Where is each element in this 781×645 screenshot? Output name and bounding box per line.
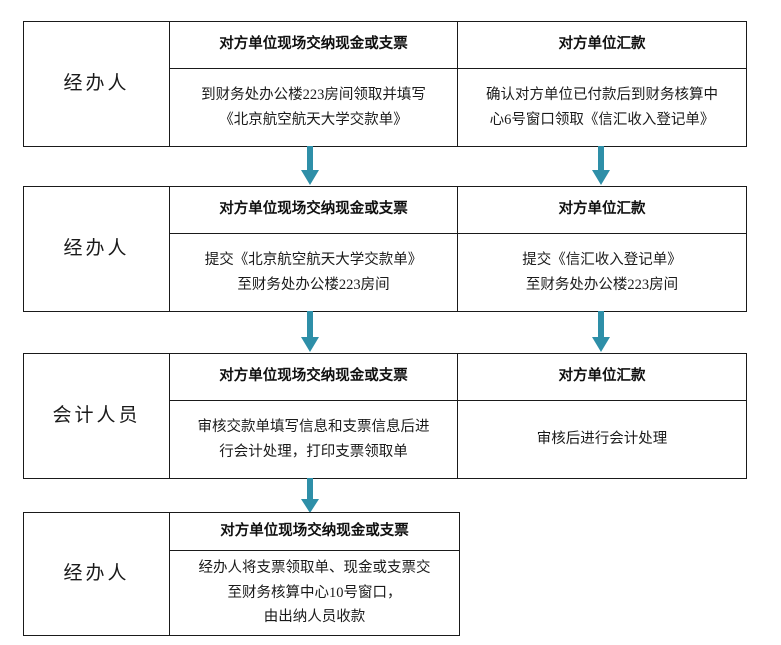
stage-3-body-cash: 审核交款单填写信息和支票信息后进 行会计处理，打印支票领取单 [169,400,458,479]
text-line: 经办人将支票领取单、现金或支票交 [198,559,431,576]
stage-1-header-remittance: 对方单位汇款 [457,21,747,69]
stage-2-body-remittance: 提交《信汇收入登记单》 至财务处办公楼223房间 [457,233,747,312]
stage-4-body-cash: 经办人将支票领取单、现金或支票交 至财务核算中心10号窗口， 由出纳人员收款 [169,550,460,636]
arrow-down-icon [298,311,322,353]
stage-1-table: 经办人 对方单位现场交纳现金或支票 对方单位汇款 到财务处办公楼223房间领取并… [23,21,747,147]
stage-3-body-remittance: 审核后进行会计处理 [457,400,747,479]
stage-3-table: 会计人员 对方单位现场交纳现金或支票 对方单位汇款 审核交款单填写信息和支票信息… [23,353,747,479]
table-row: 审核交款单填写信息和支票信息后进 行会计处理，打印支票领取单 审核后进行会计处理 [24,400,747,479]
stage-4-header-cash: 对方单位现场交纳现金或支票 [169,512,460,551]
table-row: 经办人将支票领取单、现金或支票交 至财务核算中心10号窗口， 由出纳人员收款 [24,550,460,636]
table-row: 提交《北京航空航天大学交款单》 至财务处办公楼223房间 提交《信汇收入登记单》… [24,233,747,312]
text-line: 至财务处办公楼223房间 [525,276,679,293]
table-row: 会计人员 对方单位现场交纳现金或支票 对方单位汇款 [23,353,747,479]
stage-4-table: 经办人 对方单位现场交纳现金或支票 经办人将支票领取单、现金或支票交 至财务核算… [23,512,460,636]
text-line: 行会计处理，打印支票领取单 [219,443,408,460]
stage-3-header-cash: 对方单位现场交纳现金或支票 [169,353,458,401]
text-line: 提交《北京航空航天大学交款单》 [204,251,423,268]
stage-1-body-remittance: 确认对方单位已付款后到财务核算中 心6号窗口领取《信汇收入登记单》 [457,68,747,147]
arrow-down-icon [298,478,322,514]
text-line: 到财务处办公楼223房间领取并填写 [201,86,426,103]
stage-1-body-cash: 到财务处办公楼223房间领取并填写 《北京航空航天大学交款单》 [169,68,458,147]
stage-1-header-cash: 对方单位现场交纳现金或支票 [169,21,458,69]
text-line: 审核后进行会计处理 [536,431,668,448]
table-row: 经办人 对方单位现场交纳现金或支票 对方单位汇款 [23,186,747,312]
text-line: 提交《信汇收入登记单》 [522,251,682,268]
stage-3-header-remittance: 对方单位汇款 [457,353,747,401]
arrow-down-icon [589,311,613,353]
stage-2-body-cash: 提交《北京航空航天大学交款单》 至财务处办公楼223房间 [169,233,458,312]
table-row: 经办人 对方单位现场交纳现金或支票 [23,512,460,636]
stage-2-header-cash: 对方单位现场交纳现金或支票 [169,186,458,234]
text-line: 确认对方单位已付款后到财务核算中 [486,86,718,103]
arrow-down-icon [298,146,322,186]
text-line: 《北京航空航天大学交款单》 [219,111,408,128]
stage-4-role-label: 经办人 [23,512,170,636]
text-line: 心6号窗口领取《信汇收入登记单》 [489,111,715,128]
stage-2-table: 经办人 对方单位现场交纳现金或支票 对方单位汇款 提交《北京航空航天大学交款单》… [23,186,747,312]
text-line: 由出纳人员收款 [263,609,366,626]
table-row: 经办人 对方单位现场交纳现金或支票 对方单位汇款 [23,21,747,147]
text-line: 审核交款单填写信息和支票信息后进 [197,418,430,435]
stage-1-role-label: 经办人 [23,21,170,147]
table-row: 到财务处办公楼223房间领取并填写 《北京航空航天大学交款单》 确认对方单位已付… [24,68,747,147]
arrow-down-icon [589,146,613,186]
stage-2-role-label: 经办人 [23,186,170,312]
text-line: 至财务处办公楼223房间 [237,276,390,293]
stage-3-role-label: 会计人员 [23,353,170,479]
text-line: 至财务核算中心10号窗口， [227,584,402,601]
stage-2-header-remittance: 对方单位汇款 [457,186,747,234]
